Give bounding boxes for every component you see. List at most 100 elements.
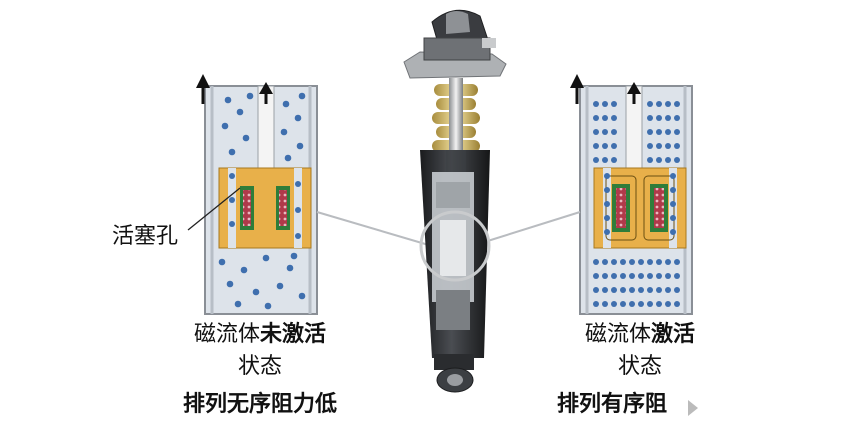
particle-dot-icon [674, 287, 680, 293]
arrow-up-icon [259, 82, 273, 104]
particle-dot-icon [602, 129, 608, 135]
particle-dot-icon [611, 115, 617, 121]
particle-dot-icon [604, 215, 610, 221]
particle-dot-icon [674, 129, 680, 135]
particle-dot-icon [647, 143, 653, 149]
particle-dot-icon [593, 157, 599, 163]
arrow-up-icon [627, 82, 641, 104]
right-status-line3: 排列有序阻 [557, 392, 668, 417]
particle-dot-icon [647, 287, 653, 293]
particle-dot-icon [620, 273, 626, 279]
particle-dot-icon [602, 259, 608, 265]
particle-dot-icon [670, 229, 676, 235]
particle-dot-icon [602, 101, 608, 107]
particle-dot-icon [665, 301, 671, 307]
particle-dot-icon [656, 143, 662, 149]
particle-dot-icon [593, 287, 599, 293]
particle-dot-icon [629, 301, 635, 307]
particle-dot-icon [593, 101, 599, 107]
particle-dot-icon [638, 301, 644, 307]
particle-dot-icon [670, 201, 676, 207]
particle-dot-icon [638, 259, 644, 265]
particle-dot-icon [665, 157, 671, 163]
particle-dot-icon [602, 115, 608, 121]
particle-dot-icon [604, 229, 610, 235]
particle-dot-icon [674, 143, 680, 149]
particle-dot-icon [656, 301, 662, 307]
particle-dot-icon [674, 301, 680, 307]
arrow-up-icon [196, 74, 210, 104]
particle-dot-icon [647, 101, 653, 107]
particle-dot-icon [593, 129, 599, 135]
particle-dot-icon [611, 129, 617, 135]
particle-dot-icon [670, 187, 676, 193]
left-status-line3: 排列无序阻力低 [182, 392, 337, 417]
particle-dot-icon [656, 115, 662, 121]
particle-dot-icon [665, 129, 671, 135]
particle-dot-icon [656, 101, 662, 107]
particle-dot-icon [593, 301, 599, 307]
particle-dot-icon [593, 143, 599, 149]
particle-dot-icon [611, 287, 617, 293]
particle-dot-icon [629, 287, 635, 293]
particle-dot-icon [593, 273, 599, 279]
particle-dot-icon [602, 143, 608, 149]
left-fluid-chamber [204, 85, 318, 315]
right-fluid-chamber [579, 85, 693, 315]
callout-piston-hole-label: 活塞孔 [112, 224, 179, 249]
particle-dot-icon [674, 273, 680, 279]
particle-dot-icon [665, 101, 671, 107]
left-status-line2: 状态 [237, 354, 282, 379]
right-status-line2: 状态 [617, 354, 662, 379]
particle-dot-icon [593, 259, 599, 265]
particle-dot-icon [656, 273, 662, 279]
particle-dot-icon [620, 259, 626, 265]
particle-dot-icon [665, 287, 671, 293]
particle-dot-icon [604, 201, 610, 207]
particle-dot-icon [611, 143, 617, 149]
particle-dot-icon [602, 157, 608, 163]
particle-dot-icon [604, 187, 610, 193]
particle-dot-icon [674, 157, 680, 163]
particle-dot-icon [665, 273, 671, 279]
fade-arrow-icon [688, 400, 698, 416]
particle-dot-icon [602, 301, 608, 307]
particle-dot-icon [611, 101, 617, 107]
particle-dot-icon [656, 157, 662, 163]
left-status-line1: 磁流体未激活 [160, 322, 360, 348]
particle-dot-icon [670, 215, 676, 221]
left-particles [218, 92, 306, 310]
particle-dot-icon [629, 273, 635, 279]
particle-dot-icon [647, 259, 653, 265]
particle-dot-icon [629, 259, 635, 265]
particle-dot-icon [656, 259, 662, 265]
shock-absorber [403, 9, 507, 393]
particle-dot-icon [665, 115, 671, 121]
particle-dot-icon [647, 273, 653, 279]
particle-dot-icon [647, 129, 653, 135]
particle-dot-icon [647, 301, 653, 307]
particle-dot-icon [611, 301, 617, 307]
right-line1-bold: 激活 [651, 322, 696, 347]
callout-line [187, 187, 241, 231]
particle-dot-icon [638, 287, 644, 293]
particle-dot-icon [647, 157, 653, 163]
particle-dot-icon [656, 287, 662, 293]
particle-dot-icon [604, 173, 610, 179]
particle-dot-icon [602, 273, 608, 279]
particle-dot-icon [620, 287, 626, 293]
particle-dot-icon [656, 129, 662, 135]
particle-dot-icon [674, 259, 680, 265]
particle-dot-icon [611, 157, 617, 163]
particle-dot-icon [670, 173, 676, 179]
left-line1-normal: 磁流体 [193, 322, 260, 347]
zoom-line-left [316, 211, 433, 247]
particle-dot-icon [665, 143, 671, 149]
arrow-up-icon [570, 74, 584, 104]
particle-dot-icon [620, 301, 626, 307]
particle-dot-icon [611, 273, 617, 279]
right-line1-normal: 磁流体 [584, 322, 651, 347]
particle-dot-icon [602, 287, 608, 293]
